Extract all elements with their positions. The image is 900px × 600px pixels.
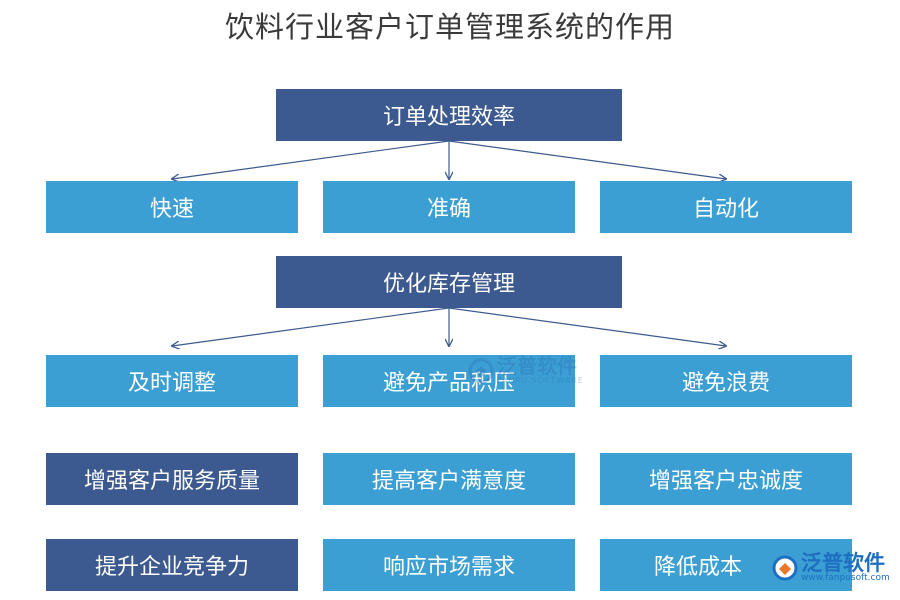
grid-reduce-cost: 降低成本 [600, 539, 852, 591]
fanpu-logo-icon [772, 555, 798, 581]
item-timely-adjust: 及时调整 [46, 355, 298, 407]
grid-service-quality: 增强客户服务质量 [46, 453, 298, 505]
page-title: 饮料行业客户订单管理系统的作用 [224, 10, 675, 44]
arrow-1-left [172, 140, 450, 179]
item-automation: 自动化 [600, 181, 852, 233]
grid-competitiveness: 提升企业竞争力 [46, 539, 298, 591]
item-avoid-waste: 避免浪费 [600, 355, 852, 407]
heading-order-efficiency: 订单处理效率 [276, 89, 622, 141]
watermark-name: 泛普软件 [801, 551, 885, 575]
grid-loyalty: 增强客户忠诚度 [600, 453, 852, 505]
arrow-2-right [448, 307, 726, 346]
item-avoid-overstock: 避免产品积压 [323, 355, 575, 407]
item-fast: 快速 [46, 181, 298, 233]
watermark-name: 泛普软件 [497, 354, 577, 378]
watermark-url: www.fanpusoft.com [801, 573, 890, 584]
grid-market-response: 响应市场需求 [323, 539, 575, 591]
item-accurate: 准确 [323, 181, 575, 233]
heading-inventory-optimization: 优化库存管理 [276, 256, 622, 308]
grid-satisfaction: 提高客户满意度 [323, 453, 575, 505]
watermark-corner: 泛普软件 www.fanpusoft.com [772, 552, 890, 583]
watermark-sub: FANPU SOFTWARE [497, 376, 584, 385]
fanpu-logo-icon [468, 358, 494, 384]
arrow-1-right [448, 140, 726, 179]
watermark-center: 泛普软件 FANPU SOFTWARE [468, 356, 584, 385]
arrow-2-left [172, 307, 450, 346]
